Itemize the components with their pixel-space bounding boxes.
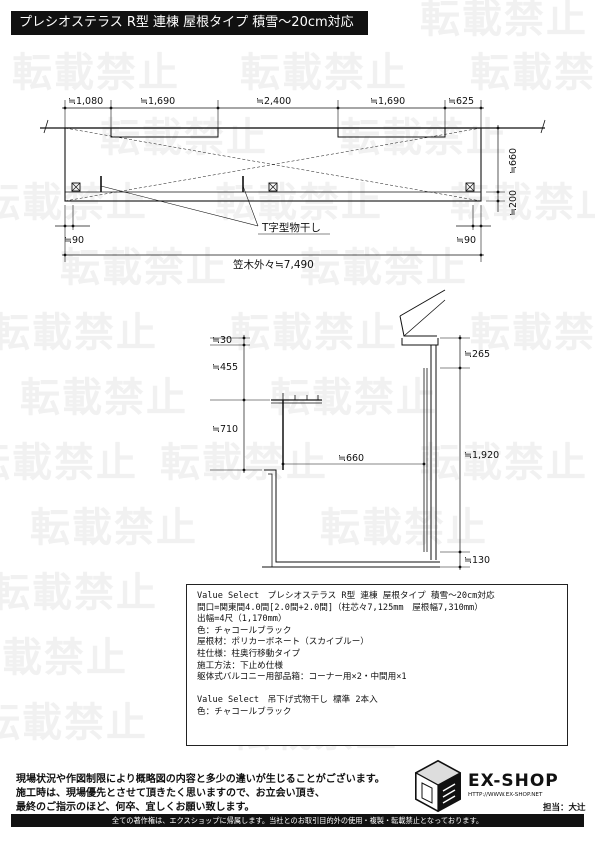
spec-line: 柱仕様：柱奥行移動タイプ (197, 648, 301, 659)
dim-label: ≒1,920 (464, 450, 499, 461)
spec-line: 屋根材：ポリカーボネート（スカイブルー） (197, 637, 369, 648)
dim-label: ≒660 (338, 453, 364, 464)
spec-line: Value Select 吊下げ式物干し 標準 2本入 (197, 695, 378, 706)
dim-label: ≒265 (464, 349, 490, 360)
dim-label: ≒660 (508, 148, 519, 174)
spec-line: Value Select プレシオステラス R型 連棟 屋根タイプ 積雪〜20c… (197, 591, 495, 601)
brand-name: EX-SHOP (468, 771, 559, 791)
section-view (210, 289, 470, 570)
cube-logo-icon (414, 759, 462, 813)
dim-label: ≒1,690 (370, 96, 405, 107)
specification-box: Value Select プレシオステラス R型 連棟 屋根タイプ 積雪〜20c… (186, 584, 568, 746)
spec-line: 色：チャコールブラック (197, 706, 292, 717)
dim-label: ≒1,080 (68, 96, 103, 107)
notice-line: 施工時は、現場優先とさせて頂きたく思いますので、お立会い頂き、 (16, 788, 325, 799)
spec-line: 躯体式バルコニー用部品箱：コーナー用×2・中間用×1 (197, 672, 407, 683)
notice-line: 最終のご指示のほど、何卒、宜しくお願い致します。 (16, 802, 255, 813)
spec-line: 施工方法：下止め仕様 (197, 660, 283, 671)
spacer (197, 684, 557, 696)
company-logo: EX-SHOP HTTP://WWW.EX-SHOP.NET 担当：大辻 (410, 757, 590, 813)
dim-label: ≒2,400 (256, 96, 291, 107)
page-title: プレシオステラス R型 連棟 屋根タイプ 積雪〜20cm対応 (11, 11, 368, 35)
spec-line: 間口=関東間4.0間[2.0間+2.0間]（柱芯々7,125mm 屋根幅7,31… (197, 602, 483, 613)
dim-label: ≒200 (508, 190, 519, 216)
dim-label: ≒130 (464, 555, 490, 566)
dim-label: ≒90 (64, 235, 84, 246)
spec-line: 出幅=4尺（1,170mm） (197, 614, 287, 625)
dim-label: ≒455 (212, 362, 238, 373)
notice-line: 現場状況や作図制限により概略図の内容と多少の違いが生じることがございます。 (16, 774, 385, 785)
spec-line: 色：チャコールブラック (197, 625, 292, 636)
dim-label: ≒625 (448, 96, 474, 107)
callout-label: T字型物干し (261, 221, 321, 234)
copyright-footer: 全ての著作権は、エクスショップに帰属します。当社とのお取引目的外の使用・複製・転… (11, 814, 584, 827)
dim-label: ≒1,690 (140, 96, 175, 107)
dim-label: ≒90 (456, 235, 476, 246)
dim-label: ≒710 (212, 424, 238, 435)
site-notice: 現場状況や作図制限により概略図の内容と多少の違いが生じることがございます。 施工… (16, 773, 396, 815)
overall-width-label: 笠木外々≒7,490 (233, 258, 314, 271)
dim-label: ≒30 (212, 335, 232, 346)
brand-url: HTTP://WWW.EX-SHOP.NET (468, 792, 543, 798)
staff-name: 担当：大辻 (543, 803, 586, 813)
